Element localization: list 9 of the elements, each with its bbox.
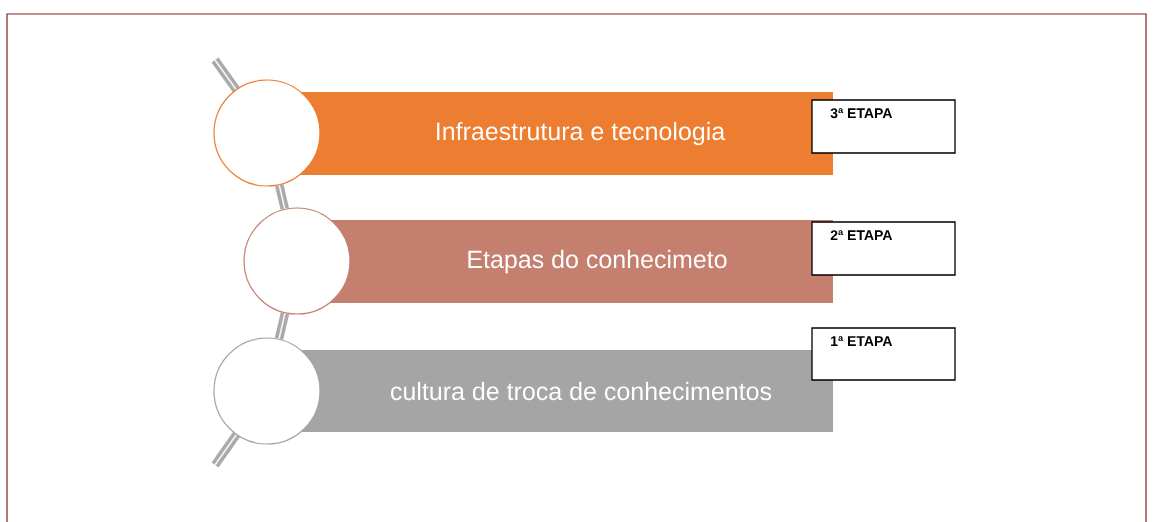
stage-label-box: 2ª ETAPA (811, 221, 956, 276)
stage-circle (243, 207, 351, 315)
stage-circle (213, 79, 321, 187)
stage-label-box: 3ª ETAPA (811, 99, 956, 154)
stage-label-box: 1ª ETAPA (811, 327, 956, 381)
stage-circle (213, 337, 321, 445)
stage-band: cultura de troca de conhecimentos (290, 350, 833, 432)
chain-line (274, 312, 290, 340)
chain-line (275, 184, 289, 210)
